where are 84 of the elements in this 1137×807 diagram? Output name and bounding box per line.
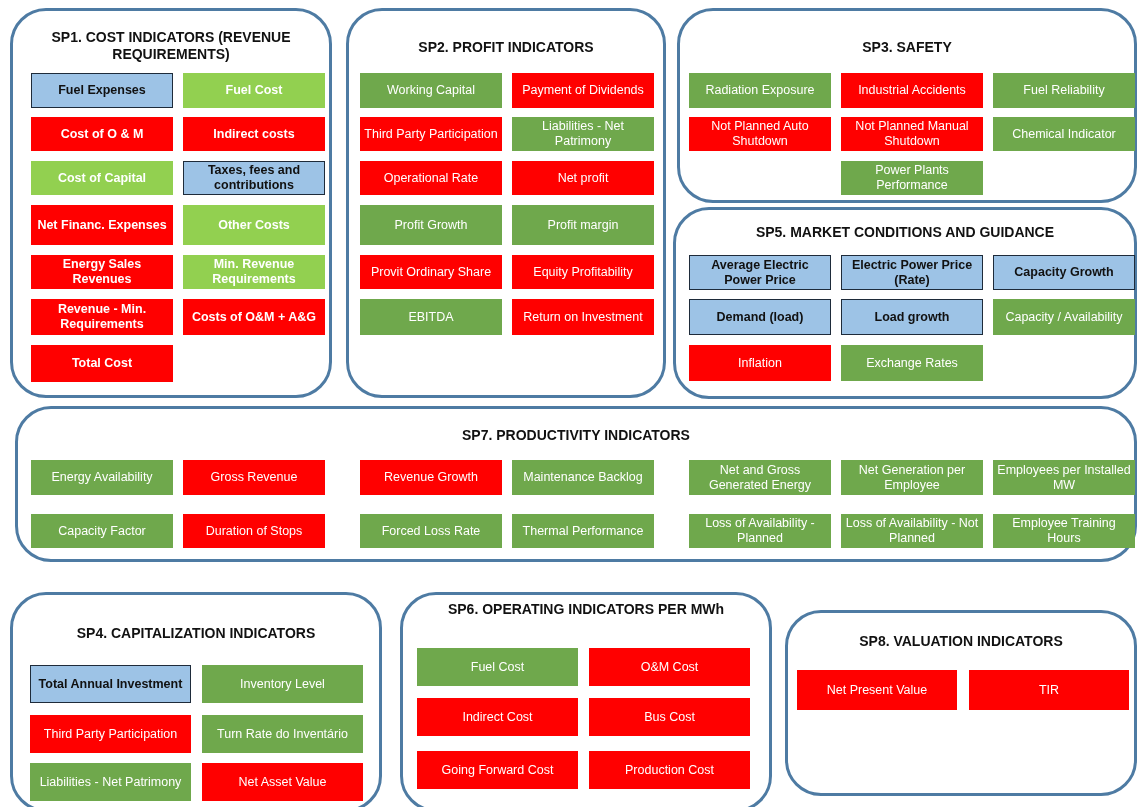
panel-title: SP2. PROFIT INDICATORS — [417, 39, 595, 56]
indicator-box: Net Generation per Employee — [841, 460, 983, 495]
indicator-box: Employee Training Hours — [993, 514, 1135, 548]
indicator-box: Profit margin — [512, 205, 654, 245]
indicator-box: Not Planned Auto Shutdown — [689, 117, 831, 151]
indicator-box: Going Forward Cost — [417, 751, 578, 789]
category-panel — [677, 8, 1137, 203]
indicator-box: Provit Ordinary Share — [360, 255, 502, 289]
panel-title: SP5. MARKET CONDITIONS AND GUIDANCE — [754, 224, 1056, 241]
indicator-box: Net Financ. Expenses — [31, 205, 173, 245]
indicator-box: Third Party Participation — [360, 117, 502, 151]
indicator-box: Power Plants Performance — [841, 161, 983, 195]
category-panel — [673, 207, 1137, 399]
indicator-box: Working Capital — [360, 73, 502, 108]
indicator-box: Liabilities - Net Patrimony — [512, 117, 654, 151]
indicator-box: Fuel Cost — [183, 73, 325, 108]
panel-title: SP1. COST INDICATORS (REVENUE REQUIREMENTS) — [50, 29, 292, 63]
indicator-box: Net Present Value — [797, 670, 957, 710]
indicator-box: Profit Growth — [360, 205, 502, 245]
indicator-box: Taxes, fees and contributions — [183, 161, 325, 195]
indicator-box: Total Annual Investment — [30, 665, 191, 703]
category-panel — [15, 406, 1137, 562]
indicator-box: Capacity Growth — [993, 255, 1135, 290]
indicator-box: Demand (load) — [689, 299, 831, 335]
indicator-box: Costs of O&M + A&G — [183, 299, 325, 335]
indicator-box: Thermal Performance — [512, 514, 654, 548]
indicator-box: Operational Rate — [360, 161, 502, 195]
indicator-box: Exchange Rates — [841, 345, 983, 381]
indicator-box: Capacity / Availability — [993, 299, 1135, 335]
indicator-box: Fuel Cost — [417, 648, 578, 686]
panel-title: SP3. SAFETY — [861, 39, 953, 56]
indicator-box: Average Electric Power Price — [689, 255, 831, 290]
indicator-box: Indirect costs — [183, 117, 325, 151]
indicator-box: EBITDA — [360, 299, 502, 335]
indicator-box: Load growth — [841, 299, 983, 335]
indicator-box: Electric Power Price (Rate) — [841, 255, 983, 290]
indicator-box: Payment of Dividends — [512, 73, 654, 108]
indicator-box: Liabilities - Net Patrimony — [30, 763, 191, 801]
indicator-box: Production Cost — [589, 751, 750, 789]
indicator-box: Forced Loss Rate — [360, 514, 502, 548]
indicator-box: Net and Gross Generated Energy — [689, 460, 831, 495]
indicator-box: Loss of Availability - Planned — [689, 514, 831, 548]
category-panel — [346, 8, 666, 398]
indicator-box: Maintenance Backlog — [512, 460, 654, 495]
indicator-box: Energy Availability — [31, 460, 173, 495]
indicator-box: Cost of Capital — [31, 161, 173, 195]
indicator-box: Bus Cost — [589, 698, 750, 736]
indicator-box: Turn Rate do Inventário — [202, 715, 363, 753]
indicator-box: Capacity Factor — [31, 514, 173, 548]
indicator-box: Chemical Indicator — [993, 117, 1135, 151]
indicator-box: Fuel Expenses — [31, 73, 173, 108]
indicator-box: Industrial Accidents — [841, 73, 983, 108]
panel-title: SP4. CAPITALIZATION INDICATORS — [75, 625, 317, 642]
panel-title: SP8. VALUATION INDICATORS — [858, 633, 1064, 650]
indicator-box: Net profit — [512, 161, 654, 195]
indicator-box: Loss of Availability - Not Planned — [841, 514, 983, 548]
indicator-box: Gross Revenue — [183, 460, 325, 495]
category-panel — [10, 592, 382, 807]
indicator-box: Not Planned Manual Shutdown — [841, 117, 983, 151]
indicator-box: Net Asset Value — [202, 763, 363, 801]
indicator-box: Indirect Cost — [417, 698, 578, 736]
indicator-box: TIR — [969, 670, 1129, 710]
indicator-box: Inventory Level — [202, 665, 363, 703]
indicator-box: Other Costs — [183, 205, 325, 245]
category-panel — [400, 592, 772, 807]
indicator-box: O&M Cost — [589, 648, 750, 686]
indicator-box: Revenue - Min. Requirements — [31, 299, 173, 335]
indicator-box: Min. Revenue Requirements — [183, 255, 325, 289]
indicator-box: Return on Investment — [512, 299, 654, 335]
indicator-box: Radiation Exposure — [689, 73, 831, 108]
category-panel — [10, 8, 332, 398]
category-panel — [785, 610, 1137, 796]
indicator-box: Equity Profitability — [512, 255, 654, 289]
panel-title: SP6. OPERATING INDICATORS PER MWh — [446, 601, 726, 618]
indicator-box: Duration of Stops — [183, 514, 325, 548]
indicator-box: Energy Sales Revenues — [31, 255, 173, 289]
indicator-box: Employees per Installed MW — [993, 460, 1135, 495]
indicator-box: Revenue Growth — [360, 460, 502, 495]
indicator-box: Third Party Participation — [30, 715, 191, 753]
indicator-box: Total Cost — [31, 345, 173, 382]
indicator-box: Fuel Reliability — [993, 73, 1135, 108]
panel-title: SP7. PRODUCTIVITY INDICATORS — [461, 427, 691, 444]
indicator-box: Inflation — [689, 345, 831, 381]
indicator-box: Cost of O & M — [31, 117, 173, 151]
